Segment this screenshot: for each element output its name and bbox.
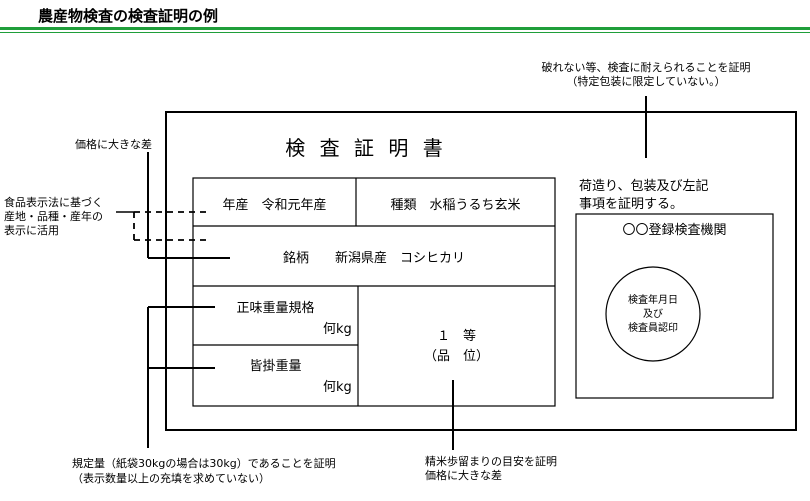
certificate-heading: 検 査 証 明 書 [285,136,447,160]
quantity-annotation-line2: （表示数量以上の充填を求めていない） [72,472,270,485]
year-cell: 年産 令和元年産 [222,198,327,213]
page-title: 農産物検査の検査証明の例 [38,7,219,25]
quantity-annotation-line1: 規定量（紙袋30kgの場合は30kg）であることを証明 [72,457,336,470]
gross-weight-unit: 何kg [323,380,352,395]
certificate-frame [165,111,797,431]
grade-annotation-line1: 精米歩留まりの目安を証明 [425,455,557,468]
labeling-annotation-line1: 食品表示法に基づく [4,196,103,209]
grade-sub: （品 位） [423,349,489,364]
labeling-annotation-line2: 産地・品種・産年の [4,210,103,223]
packaging-annotation-line1: 破れない等、検査に耐えられることを証明 [541,61,751,74]
seal-line2: 及び [643,309,663,320]
labeling-annotation-line3: 表示に活用 [4,224,59,237]
grade-value: １ 等 [436,329,476,344]
net-weight-label: 正味重量規格 [236,301,315,316]
agency-label: 〇〇登録検査機関 [622,223,727,238]
title-rule-thin [0,32,810,33]
net-weight-unit: 何kg [323,322,352,337]
left-table [192,177,556,407]
seal-line1: 検査年月日 [628,295,678,306]
brand-cell: 銘柄 新潟県産 コシヒカリ [282,251,465,266]
title-rule-thick [0,27,810,30]
price-diff-annotation: 価格に大きな差 [75,138,152,151]
kind-cell: 種類 水稲うるち玄米 [390,198,521,213]
gross-weight-label: 皆掛重量 [249,359,302,374]
grade-annotation-line2: 価格に大きな差 [425,469,502,482]
agency-box [575,213,774,399]
seal-circle [605,266,701,362]
packing-note-line1: 荷造り、包装及び左記 [579,179,709,194]
seal-line3: 検査員認印 [628,323,678,334]
packaging-annotation-line2: （特定包装に限定していない。） [566,75,726,88]
packing-note-line2: 事項を証明する。 [579,197,684,212]
